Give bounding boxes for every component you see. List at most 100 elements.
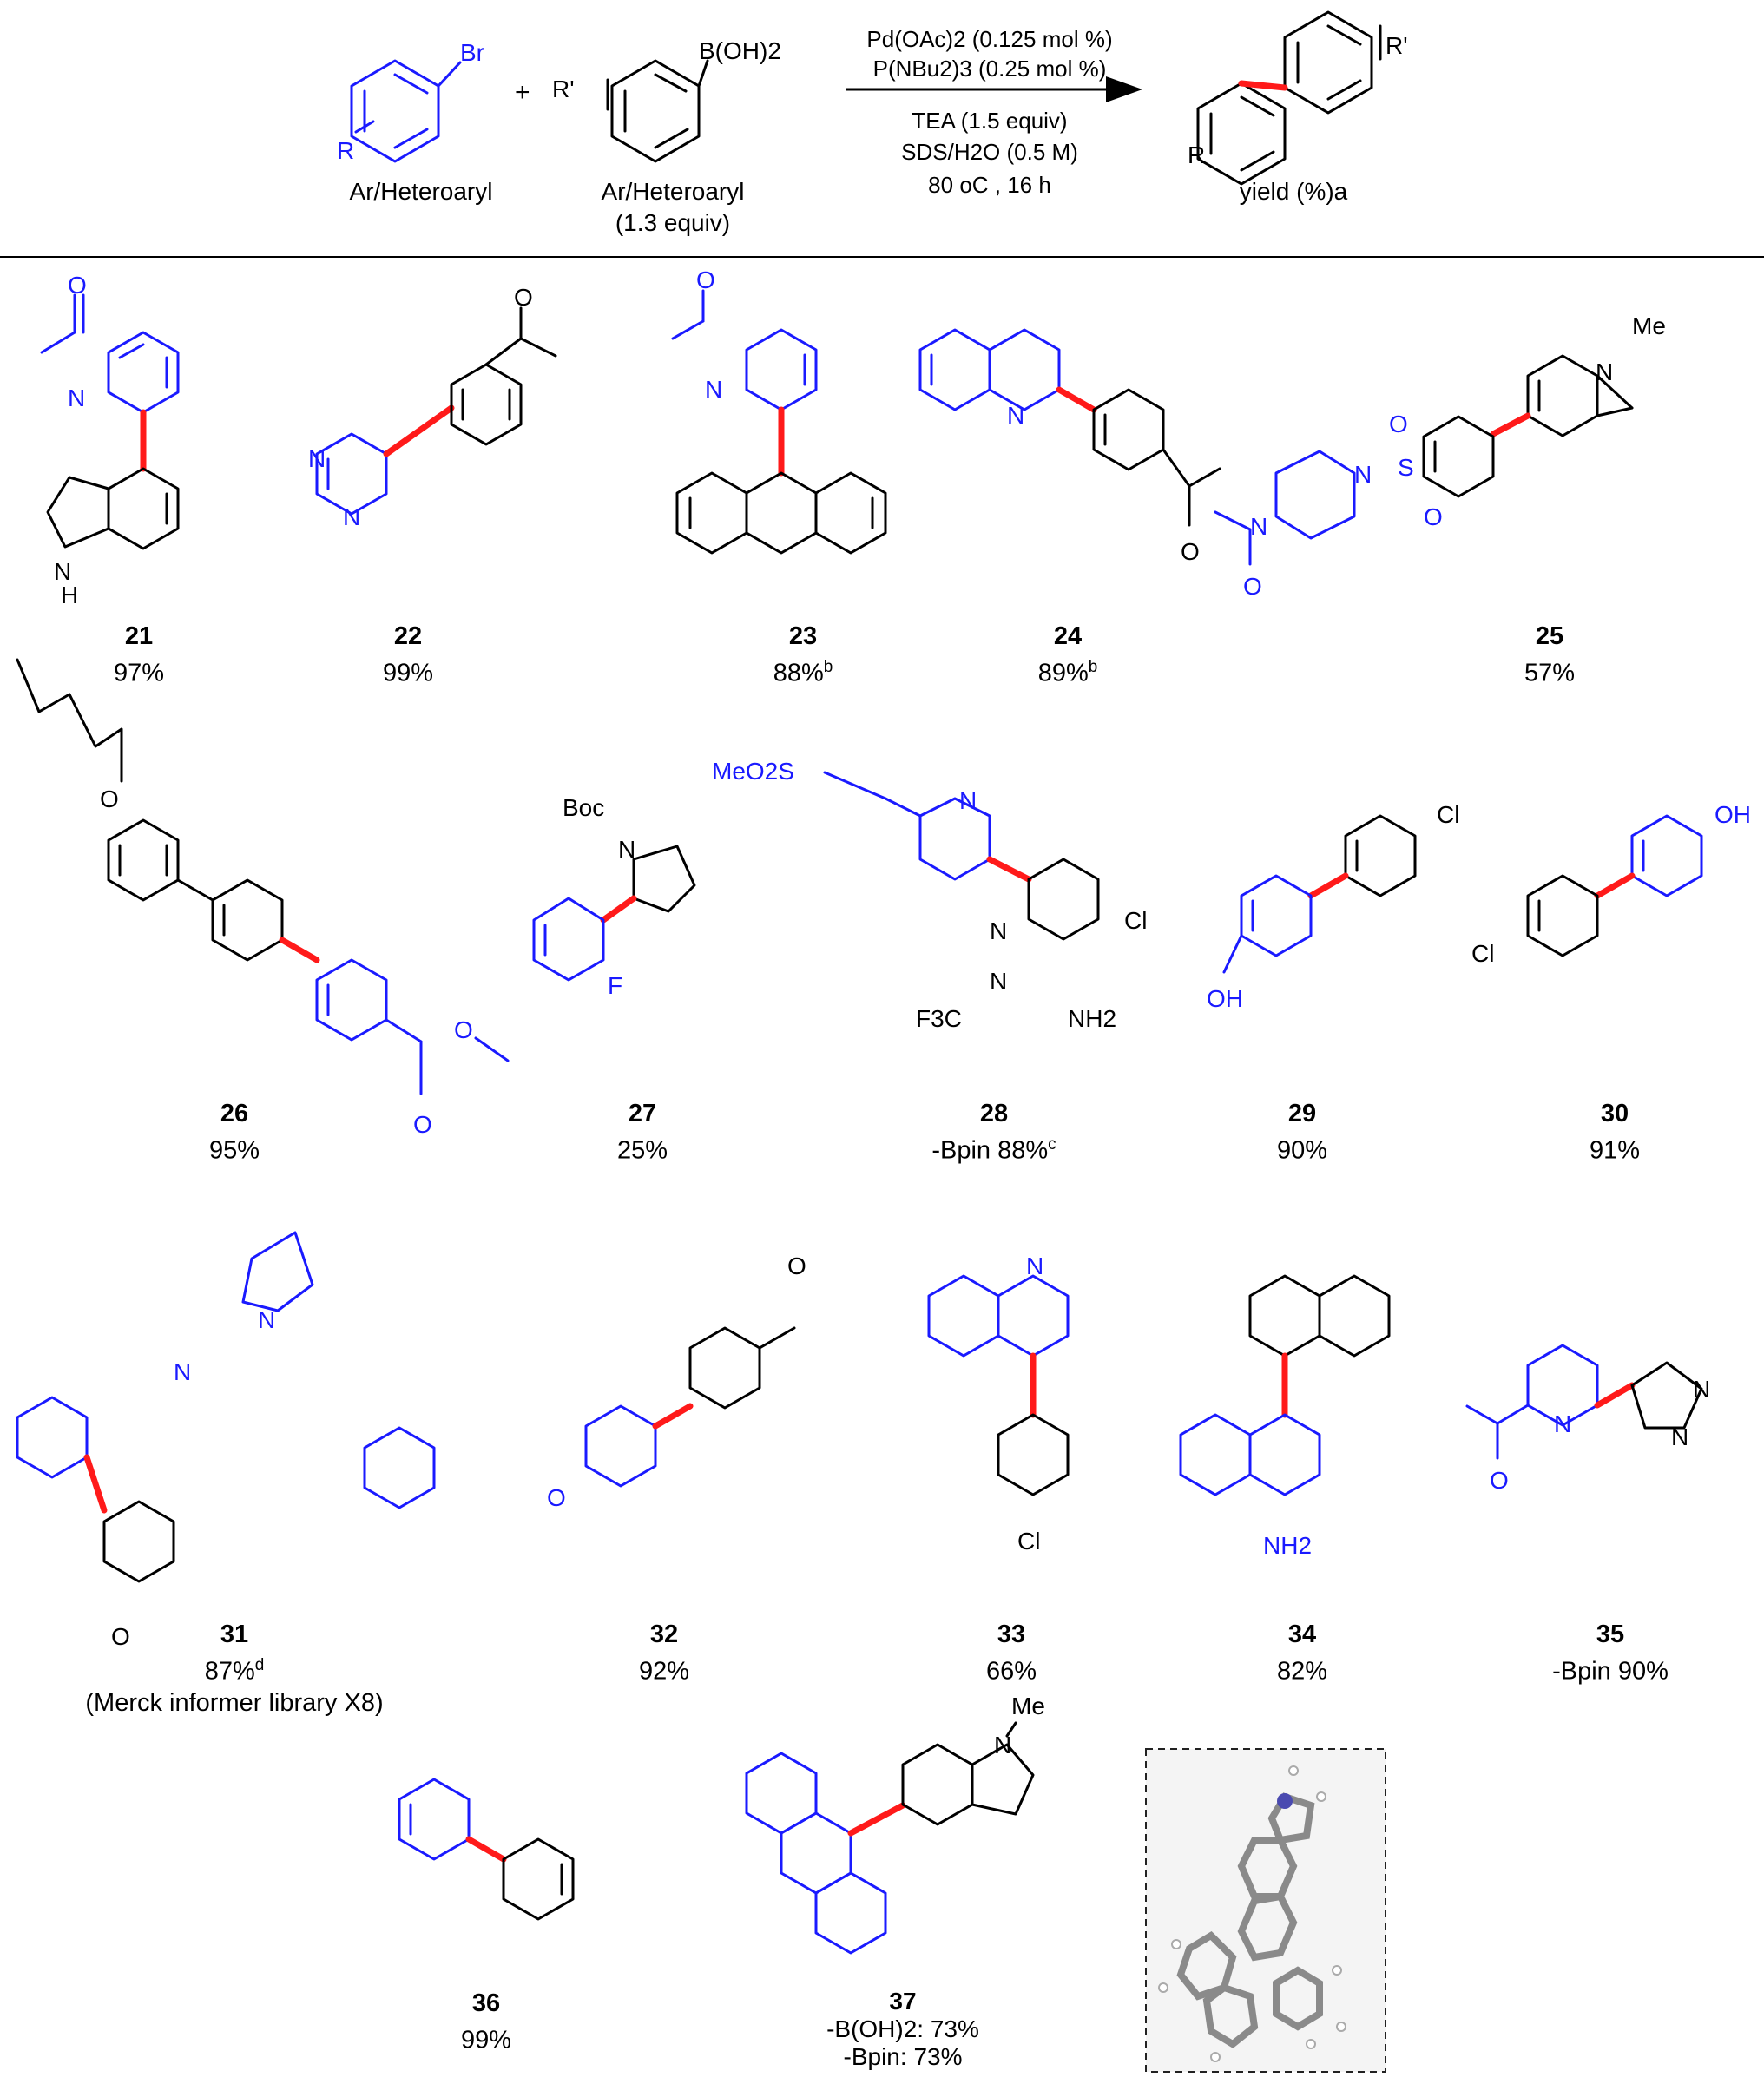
atom-label: O [68,272,87,299]
caption-24: 24 89%b [912,621,1224,689]
footnote-mark: b [823,658,833,676]
product-caption: yield (%)a [1239,178,1348,205]
compound-yield: 90% [1146,1129,1458,1167]
compound-number: 33 [997,1621,1026,1648]
caption-22: 22 99% [252,621,564,689]
structure-24: N O [918,328,1221,565]
footnote-mark: c [1048,1135,1056,1154]
structure-22: N N O [308,284,557,530]
atom-label: OH [1207,985,1243,1012]
atom-label: O [413,1111,432,1138]
structure-37: N Me [745,1693,1045,1955]
atom-label: Me [1011,1693,1045,1719]
atom-label: O [1389,411,1408,437]
atom-label: N [1007,402,1024,429]
condition-catalyst: Pd(OAc)2 (0.125 mol %) [833,26,1146,53]
compound-yield: 92% [508,1650,820,1687]
caption-30: 30 91% [1458,1098,1764,1167]
structure-21: O N N H [40,272,180,608]
condition-temperature-text: 80 oC , 16 h [928,172,1051,198]
compound-yield: -B(OH)2: 73% [826,2015,979,2042]
compound-number: 30 [1600,1100,1629,1127]
yield-value: 90% [1276,1136,1328,1165]
condition-temperature: 80 oC , 16 h [833,172,1146,199]
structure-34: NH2 [1179,1274,1391,1559]
compound-number: 36 [471,1989,501,2017]
atom-label: N [990,917,1007,944]
compound-yield: 66% [855,1650,1168,1687]
yield-value: 89% [1037,659,1089,687]
compound-yield: -Bpin 88%c [838,1129,1150,1167]
atom-label: N [959,787,977,814]
compound-yield: 82% [1146,1650,1458,1687]
boronic-acid-structure: B(OH)2 R' [552,37,781,163]
atom-label: H [61,582,78,608]
atom-label: N [343,503,360,530]
structure-26: O O O [16,658,510,1138]
reactant2-caption: Ar/Heteroaryl [601,178,745,205]
atom-label: N [54,558,71,585]
structure-25: Me N S O O N N O [1214,312,1666,600]
condition-base: TEA (1.5 equiv) [833,108,1146,135]
boronic-acid-label: B(OH)2 [699,37,781,64]
atom-label: N [705,376,722,403]
atom-label: Boc [563,794,604,821]
atom-label: Cl [1471,940,1494,967]
yield-value: 92% [638,1657,690,1686]
atom-label: N [1693,1376,1710,1403]
r-prime-label: R' [552,76,575,102]
condition-catalyst-text: Pd(OAc)2 (0.125 mol %) [866,26,1113,52]
atom-label: N [618,836,635,863]
compound-yield: 25% [486,1129,799,1167]
compound-yield: 99% [330,2019,642,2056]
compound-number: 27 [628,1100,657,1127]
structure-35: N O N N [1465,1344,1710,1494]
yield-value: 95% [208,1136,260,1165]
condition-solvent: SDS/H2O (0.5 M) [833,139,1146,166]
atom-label: N [68,385,85,411]
caption-37: 37 -B(OH)2: 73% -Bpin: 73% [747,1988,1059,2071]
bromo-label: Br [460,39,484,66]
atom-label: N [258,1306,275,1333]
nitrogen-atom [1277,1793,1293,1809]
structure-33: N Cl [927,1252,1070,1555]
plus-sign: + [515,78,530,107]
biaryl-product-structure: R' R [1188,10,1408,186]
structure-36 [398,1778,575,1921]
atom-label: Cl [1017,1528,1040,1555]
atom-label: O [100,786,119,812]
yield-value: 99% [382,659,434,687]
atom-label: Me [1632,312,1666,339]
compound-yield: 89%b [912,652,1224,689]
atom-label: O [454,1016,473,1043]
compound-yield: 97% [0,652,295,689]
compound-number: 26 [220,1100,249,1127]
yield-value: 57% [1524,659,1576,687]
caption-23: 23 88%b [647,621,959,689]
yield-value: 88% [773,659,824,687]
atom-label: Cl [1437,801,1459,828]
condition-ligand-text: P(NBu2)3 (0.25 mol %) [872,56,1107,82]
atom-label: O [547,1484,566,1511]
caption-28: 28 -Bpin 88%c [838,1098,1150,1167]
yield-value: 97% [113,659,165,687]
structure-27: Boc N F [532,794,696,999]
compound-yield-2: -Bpin: 73% [843,2043,963,2070]
structure-30: OH Cl [1471,801,1751,967]
atom-label: O [1243,573,1262,600]
caption-32: 32 92% [508,1619,820,1687]
caption-34: 34 82% [1146,1619,1458,1687]
compound-yield: 88%b [647,652,959,689]
compound-number: 31 [220,1621,249,1648]
atom-label: NH2 [1263,1532,1312,1559]
atom-label: S [1398,454,1414,481]
yield-value: 25% [616,1136,668,1165]
atom-label: O [1424,503,1443,530]
compound-number: 22 [393,622,423,650]
caption-36: 36 99% [330,1988,642,2056]
yield-value: -Bpin 90% [1552,1657,1669,1686]
atom-label: N [1026,1252,1043,1279]
caption-27: 27 25% [486,1098,799,1167]
compound-number: 23 [788,622,818,650]
compound-yield: 87%d [78,1650,391,1687]
